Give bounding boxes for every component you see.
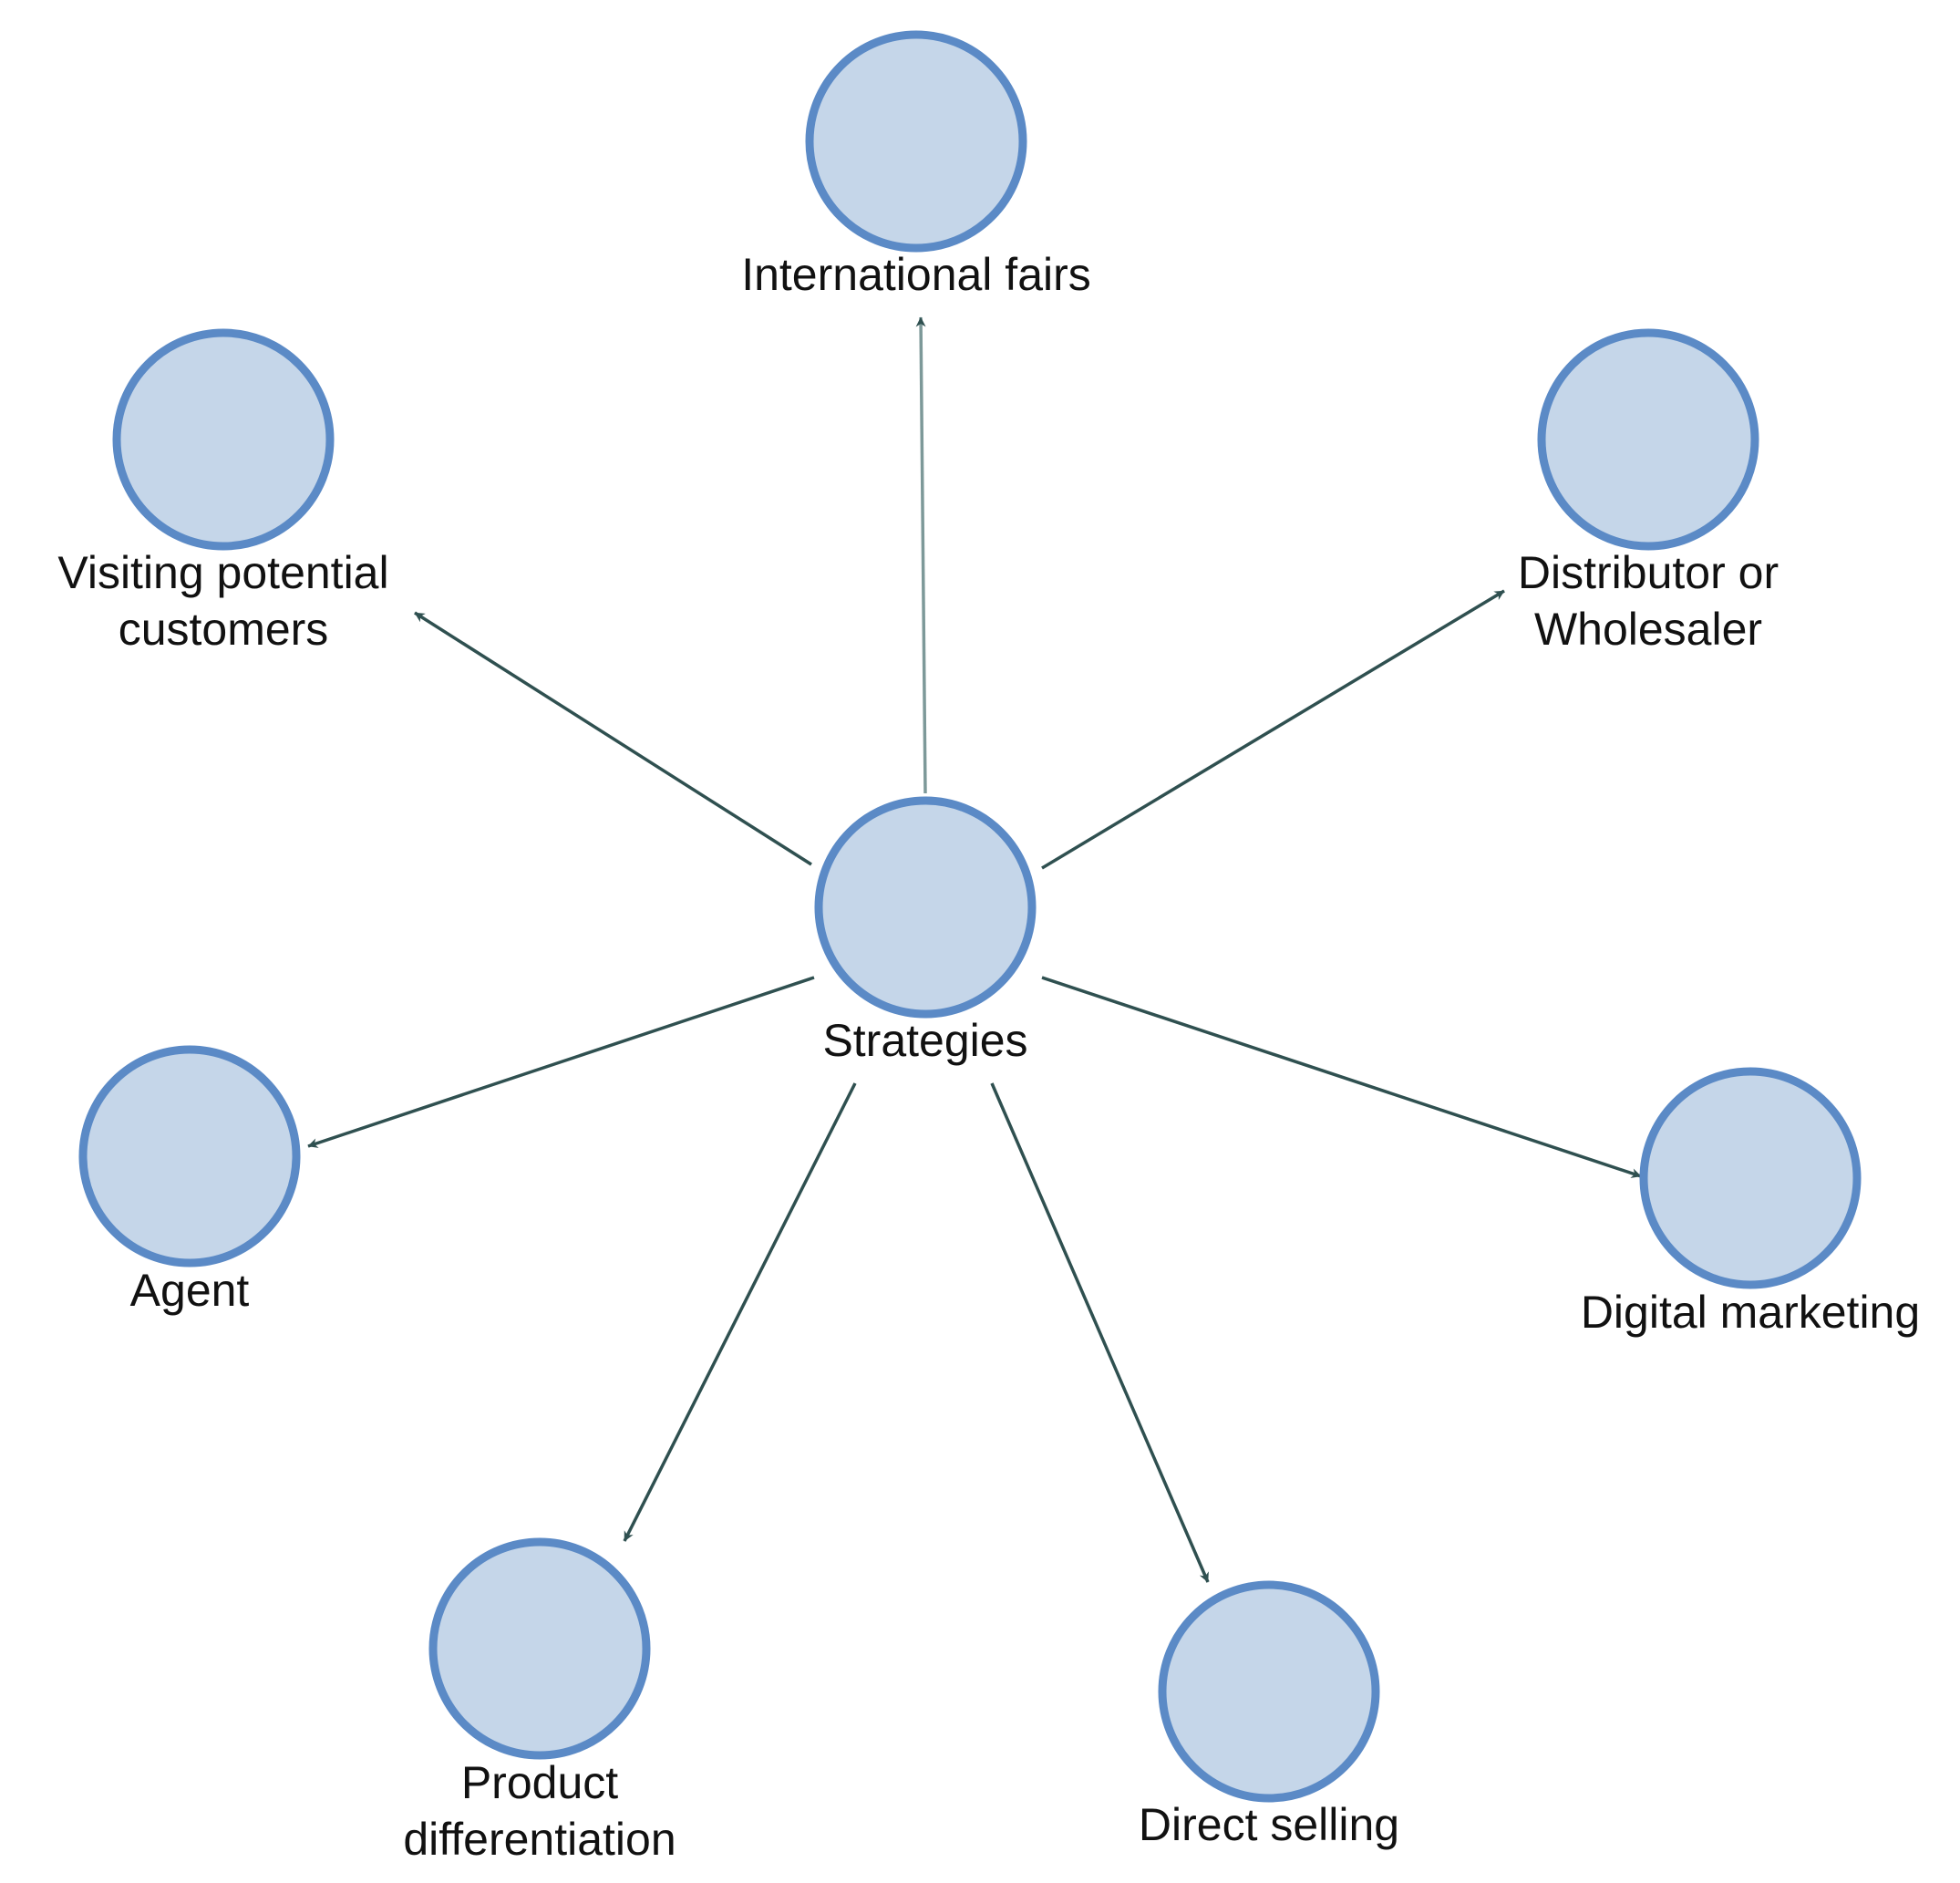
node-label-agent: Agent	[130, 1265, 250, 1316]
node-agent[interactable]: Agent	[78, 1045, 301, 1316]
node-label-line: Agent	[130, 1265, 250, 1316]
node-label-visiting-potential-customers: Visiting potential customers	[57, 547, 388, 655]
node-strategies[interactable]: Strategies	[814, 796, 1037, 1066]
node-label-digital-marketing: Digital marketing	[1581, 1287, 1920, 1338]
node-label-line: Product	[461, 1757, 618, 1808]
node-digital-marketing[interactable]: Digital marketing	[1581, 1067, 1920, 1338]
node-circle-distributor-or-wholesaler[interactable]	[1537, 328, 1759, 551]
node-label-direct-selling: Direct selling	[1139, 1799, 1399, 1850]
node-label-distributor-or-wholesaler: Distributor or Wholesaler	[1518, 547, 1779, 655]
node-label-line: customers	[119, 604, 329, 655]
node-visiting-potential-customers[interactable]: Visiting potential customers	[57, 328, 389, 655]
node-label-line: Digital marketing	[1581, 1287, 1920, 1338]
edge-strategies-to-visiting-potential-customers	[414, 611, 812, 866]
edge-strategies-to-distributor-or-wholesaler	[1041, 589, 1505, 870]
node-label-international-fairs: International fairs	[741, 249, 1091, 300]
edge-strategies-to-digital-marketing	[1041, 976, 1642, 1178]
node-label-line: Wholesaler	[1534, 604, 1762, 655]
node-product-differentiation[interactable]: Product differentiation	[403, 1537, 676, 1865]
node-label-line: Direct selling	[1139, 1799, 1399, 1850]
node-circle-strategies[interactable]	[814, 796, 1037, 1019]
node-circle-agent[interactable]	[78, 1045, 301, 1267]
edges	[307, 316, 1642, 1583]
node-circle-visiting-potential-customers[interactable]	[112, 328, 335, 551]
node-label-strategies: Strategies	[822, 1015, 1027, 1066]
edge-strategies-to-agent	[307, 976, 815, 1148]
node-distributor-or-wholesaler[interactable]: Distributor or Wholesaler	[1518, 328, 1779, 655]
node-international-fairs[interactable]: International fairs	[741, 30, 1091, 300]
node-direct-selling[interactable]: Direct selling	[1139, 1580, 1399, 1850]
node-label-line: Visiting potential	[57, 547, 388, 598]
edge-strategies-to-direct-selling	[990, 1082, 1210, 1583]
node-circle-product-differentiation[interactable]	[428, 1537, 651, 1760]
edge-strategies-to-product-differentiation	[623, 1082, 857, 1542]
edge-strategies-to-international-fairs	[915, 316, 927, 794]
node-label-line: Distributor or	[1518, 547, 1779, 598]
node-label-product-differentiation: Product differentiation	[403, 1757, 676, 1865]
node-label-line: differentiation	[403, 1814, 676, 1865]
node-circle-international-fairs[interactable]	[805, 30, 1027, 253]
node-circle-digital-marketing[interactable]	[1639, 1067, 1862, 1289]
node-label-line: International fairs	[741, 249, 1091, 300]
node-label-line: Strategies	[822, 1015, 1027, 1066]
node-circle-direct-selling[interactable]	[1158, 1580, 1380, 1803]
